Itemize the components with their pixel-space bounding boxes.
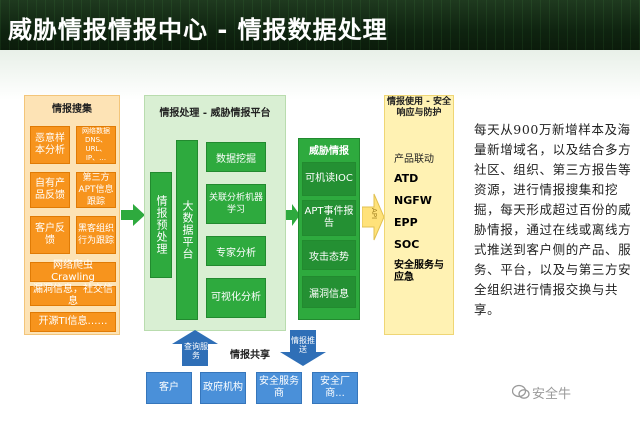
api-arrow-icon [362,193,384,241]
push-label: 情报推送 [291,336,315,354]
collection-item: 自有产品反馈 [30,172,70,208]
partner-box: 政府机构 [200,372,246,404]
preprocess-box: 情报预处理 [150,172,172,278]
page-title: 威胁情报情报中心 - 情报数据处理 [8,16,388,44]
bigdata-box: 大数据平台 [176,140,198,320]
header-bar [0,0,640,50]
watermark-text: 安全牛 [532,387,572,402]
api-label: API [370,208,378,220]
collection-item: 客户反馈 [30,216,70,254]
intel-header: 威胁情报 [309,146,349,157]
usage-item: SOC [394,238,420,251]
collection-item: 恶意样本分析 [30,126,70,164]
intel-item: 可机读IOC [302,162,356,196]
usage-item: EPP [394,216,418,229]
background-band [0,50,640,100]
collection-wide-item: 漏洞信息，社交信息 [30,284,116,307]
method-box: 专家分析 [206,236,266,266]
collection-header: 情报搜集 [52,104,92,115]
intel-item: 攻击态势 [302,240,356,270]
collection-item: 第三方APT信息跟踪 [76,172,116,208]
arrow-right-icon [286,204,300,226]
usage-item: 产品联动 [394,154,434,165]
wechat-icon [512,384,530,399]
description-text: 每天从900万新增样本及海量新增域名，以及结合多方社区、组织、第三方报告等资源，… [474,122,632,317]
collection-item: 黑客组织行为跟踪 [76,216,116,254]
push-arrow-down-icon [280,330,326,366]
method-box: 数据挖掘 [206,142,266,172]
usage-item: ATD [394,172,419,185]
partner-box: 安全服务商 [256,372,302,404]
processing-header: 情报处理 - 威胁情报平台 [159,108,271,119]
intel-item: 漏洞信息 [302,276,356,308]
sharing-label: 情报共享 [230,350,270,361]
query-arrow-up-icon [172,330,218,366]
query-label: 查询服务 [184,342,208,360]
partner-box: 客户 [146,372,192,404]
collection-wide-item: 开源TI信息…… [30,312,116,332]
usage-panel [384,95,454,335]
usage-header: 情报使用 - 安全响应与防护 [386,97,451,118]
collection-wide-item: 网络爬虫 Crawling [30,260,116,283]
method-box: 可视化分析 [206,278,266,318]
usage-item: 安全服务与应急 [394,260,444,283]
collection-item: 网络数据DNS、URL、IP、… [76,126,116,164]
method-box: 关联分析机器学习 [206,184,266,224]
intel-item: APT事件报告 [302,200,356,236]
partner-box: 安全厂商... [312,372,358,404]
arrow-right-icon [121,204,145,226]
usage-item: NGFW [394,194,432,207]
